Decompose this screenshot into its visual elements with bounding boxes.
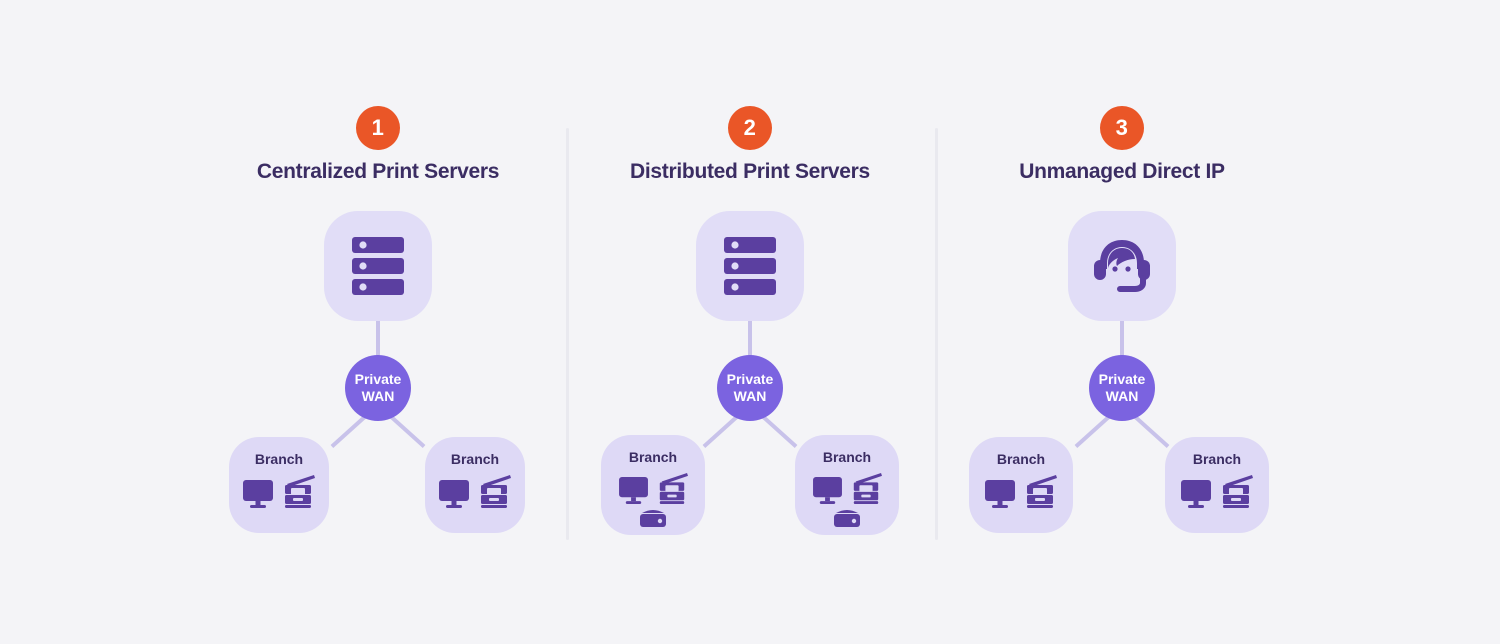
branch-icon-row <box>812 473 882 504</box>
column-number-badge: 3 <box>1100 106 1144 150</box>
branch-label: Branch <box>1192 451 1242 467</box>
branch-extra-icon-row <box>637 508 669 528</box>
multifunction-printer-icon <box>281 475 315 508</box>
branch-label: Branch <box>254 451 304 467</box>
server-rack-icon <box>722 235 778 297</box>
private-wan-label-line2: WAN <box>733 388 767 404</box>
multifunction-printer-icon <box>1219 475 1253 508</box>
desktop-monitor-icon <box>985 480 1015 508</box>
desktop-monitor-icon <box>439 480 469 508</box>
desktop-monitor-icon <box>618 477 648 504</box>
column-centralized-print-servers: 1 Centralized Print Servers Private WAN <box>193 0 563 644</box>
multifunction-printer-icon <box>1023 475 1057 508</box>
connector-trunk <box>748 321 752 357</box>
private-wan-label-line1: Private <box>1098 371 1146 388</box>
desktop-monitor-icon <box>812 477 842 504</box>
column-title: Distributed Print Servers <box>630 160 870 183</box>
branch-icon-row <box>1181 475 1253 508</box>
connector-trunk <box>376 321 380 357</box>
private-wan-label-line1: Private <box>354 371 402 388</box>
branch-tile[interactable]: Branch <box>229 437 329 533</box>
branch-icon-row <box>985 475 1057 508</box>
branch-label: Branch <box>822 449 872 465</box>
local-server-box-icon <box>637 508 669 528</box>
branch-tile[interactable]: Branch <box>1165 437 1269 533</box>
column-number-badge: 1 <box>356 106 400 150</box>
private-wan-node[interactable]: Private WAN <box>1089 355 1155 421</box>
support-headset-icon <box>1091 236 1153 296</box>
private-wan-label-line2: WAN <box>1105 388 1139 404</box>
branch-icon-row <box>439 475 511 508</box>
desktop-monitor-icon <box>243 480 273 508</box>
branch-label: Branch <box>996 451 1046 467</box>
multifunction-printer-icon <box>656 473 688 504</box>
column-number-badge: 2 <box>728 106 772 150</box>
branch-extra-icon-row <box>831 508 863 528</box>
private-wan-label-line2: WAN <box>361 388 395 404</box>
private-wan-label-line1: Private <box>726 371 774 388</box>
local-server-box-icon <box>831 508 863 528</box>
top-node-server-rack[interactable] <box>324 211 432 321</box>
branch-icon-row <box>618 473 688 504</box>
branch-tile[interactable]: Branch <box>601 435 705 535</box>
server-rack-icon <box>350 235 406 297</box>
branch-label: Branch <box>450 451 500 467</box>
multifunction-printer-icon <box>850 473 882 504</box>
column-divider-1 <box>566 128 569 540</box>
branch-icon-row <box>243 475 315 508</box>
desktop-monitor-icon <box>1181 480 1211 508</box>
branch-tile[interactable]: Branch <box>795 435 899 535</box>
column-divider-2 <box>935 128 938 540</box>
branch-tile[interactable]: Branch <box>969 437 1073 533</box>
top-node-server-rack[interactable] <box>696 211 804 321</box>
top-node-support-headset[interactable] <box>1068 211 1176 321</box>
connector-trunk <box>1120 321 1124 357</box>
private-wan-node[interactable]: Private WAN <box>717 355 783 421</box>
branch-tile[interactable]: Branch <box>425 437 525 533</box>
multifunction-printer-icon <box>477 475 511 508</box>
branch-label: Branch <box>628 449 678 465</box>
column-distributed-print-servers: 2 Distributed Print Servers Private WAN <box>565 0 935 644</box>
column-unmanaged-direct-ip: 3 Unmanaged Direct IP Private WAN <box>937 0 1307 644</box>
private-wan-node[interactable]: Private WAN <box>345 355 411 421</box>
column-title: Unmanaged Direct IP <box>1019 160 1225 183</box>
column-title: Centralized Print Servers <box>256 160 500 183</box>
